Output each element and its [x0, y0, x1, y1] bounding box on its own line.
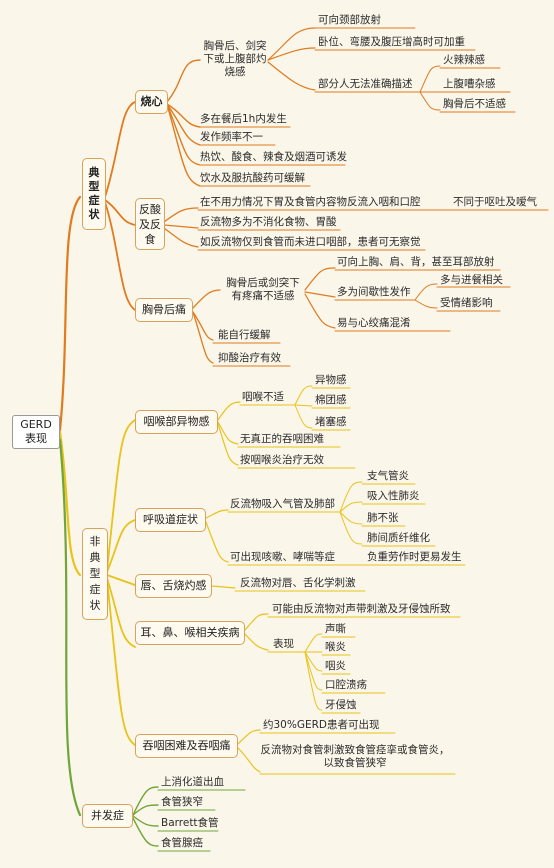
respiratory-cough: 可出现咳嗽、哮喘等症	[230, 551, 335, 563]
respiratory-sub-item: 支气管炎	[367, 470, 409, 482]
typical-symptoms-node: 典型症状	[82, 158, 106, 230]
respiratory-sub-item: 吸入性肺炎	[367, 490, 420, 502]
chest-pain-item: 抑酸治疗有效	[218, 352, 281, 364]
respiratory-sub-item: 肺间质纤维化	[367, 532, 430, 544]
respiratory-sub-item: 肺不张	[367, 512, 399, 524]
heartburn-node: 烧心	[135, 90, 168, 114]
dysphagia-item: 约30%GERD患者可出现	[263, 719, 380, 731]
throat-label: 咽喉部异物感	[143, 415, 210, 428]
chest-pain-radiate: 可向上胸、肩、背，甚至耳部放射	[337, 256, 495, 268]
heartburn-unclear-item: 上腹嘈杂感	[443, 78, 496, 90]
typical-label: 典型症状	[88, 166, 100, 221]
ent-sub-item: 口腔溃疡	[325, 679, 367, 691]
ent-label: 耳、鼻、喉相关疾病	[140, 626, 240, 639]
root-node: GERD 表现	[12, 415, 60, 449]
complication-item: 食管腺癌	[161, 837, 203, 849]
complication-item: Barrett食管	[161, 817, 219, 829]
chest-pain-pressure-item: 受情绪影响	[440, 297, 493, 309]
heartburn-item: 发作频率不一	[200, 131, 263, 143]
throat-sub-item: 异物感	[315, 374, 347, 386]
respiratory-cough-note: 负重劳作时更易发生	[367, 551, 462, 563]
heartburn-label: 烧心	[140, 95, 163, 108]
heartburn-unclear-item: 火辣辣感	[443, 54, 485, 66]
complications-node: 并发症	[82, 804, 133, 828]
respiratory-sub: 反流物吸入气管及肺部	[230, 498, 335, 510]
chest-pain-confuse: 易与心绞痛混淆	[337, 317, 411, 329]
heartburn-item: 多在餐后1h内发生	[200, 113, 287, 125]
ent-sub-item: 牙侵蚀	[325, 699, 357, 711]
heartburn-desc: 胸骨后、剑突下或上腹部灼烧感	[203, 40, 267, 78]
regurgitation-node: 反酸及反食	[135, 198, 165, 250]
ent-node: 耳、鼻、喉相关疾病	[135, 621, 245, 645]
heartburn-item: 饮水及服抗酸药可缓解	[200, 172, 305, 184]
dysphagia-label: 吞咽困难及吞咽痛	[142, 739, 231, 752]
throat-sub-item: 棉团感	[315, 394, 347, 406]
complication-item: 上消化道出血	[161, 776, 224, 788]
atypical-label: 非典型症状	[89, 535, 101, 612]
ent-sub-item: 喉炎	[325, 641, 346, 653]
lip-tongue-item: 反流物对唇、舌化学刺激	[240, 577, 356, 589]
heartburn-item: 热饮、酸食、辣食及烟酒可诱发	[200, 151, 347, 163]
throat-item: 按咽喉炎治疗无效	[240, 454, 324, 466]
chest-pain-pressure: 多为间歇性发作	[337, 286, 411, 298]
regurgitation-item: 在不用力情况下胃及食管内容物反流入咽和口腔	[200, 196, 421, 208]
chest-pain-item: 能自行缓解	[218, 329, 271, 341]
heartburn-unclear-item: 胸骨后不适感	[443, 98, 506, 110]
chest-pain-desc: 胸骨后或剑突下有疼痛不适感	[226, 277, 300, 302]
complication-item: 食管狭窄	[161, 796, 203, 808]
throat-sub: 咽喉不适	[242, 391, 284, 403]
atypical-symptoms-node: 非典型症状	[82, 528, 108, 620]
throat-item: 无真正的吞咽困难	[240, 433, 324, 445]
chest-pain-pressure-item: 多与进餐相关	[440, 274, 503, 286]
lip-tongue-label: 唇、舌烧灼感	[140, 579, 207, 592]
heartburn-unclear: 部分人无法准确描述	[318, 78, 413, 90]
regurgitation-note: 不同于呕吐及嗳气	[453, 196, 537, 208]
heartburn-posture: 卧位、弯腰及腹压增高时可加重	[318, 36, 465, 48]
root-label: GERD 表现	[20, 418, 52, 445]
ent-sub-item: 声嘶	[325, 623, 346, 635]
ent-sub: 表现	[273, 638, 294, 650]
heartburn-radiate: 可向颈部放射	[318, 14, 381, 26]
ent-cause: 可能由反流物对声带刺激及牙侵蚀所致	[272, 603, 451, 615]
throat-node: 咽喉部异物感	[135, 410, 218, 434]
regurgitation-label: 反酸及反食	[139, 202, 161, 246]
regurgitation-item: 反流物多为不消化食物、胃酸	[200, 216, 337, 228]
lip-tongue-node: 唇、舌烧灼感	[135, 574, 212, 598]
ent-sub-item: 咽炎	[325, 660, 346, 672]
respiratory-label: 呼吸道症状	[143, 513, 198, 526]
dysphagia-node: 吞咽困难及吞咽痛	[135, 734, 238, 758]
regurgitation-item: 如反流物仅到食管而未进口咽部，患者可无察觉	[200, 236, 421, 248]
chest-pain-node: 胸骨后痛	[135, 298, 193, 322]
throat-sub-item: 堵塞感	[315, 416, 347, 428]
chest-pain-label: 胸骨后痛	[142, 303, 186, 316]
respiratory-node: 呼吸道症状	[135, 508, 206, 532]
complications-label: 并发症	[91, 809, 124, 822]
dysphagia-item: 反流物对食管刺激致食管痉挛或食管炎，以致食管狭窄	[260, 744, 450, 769]
